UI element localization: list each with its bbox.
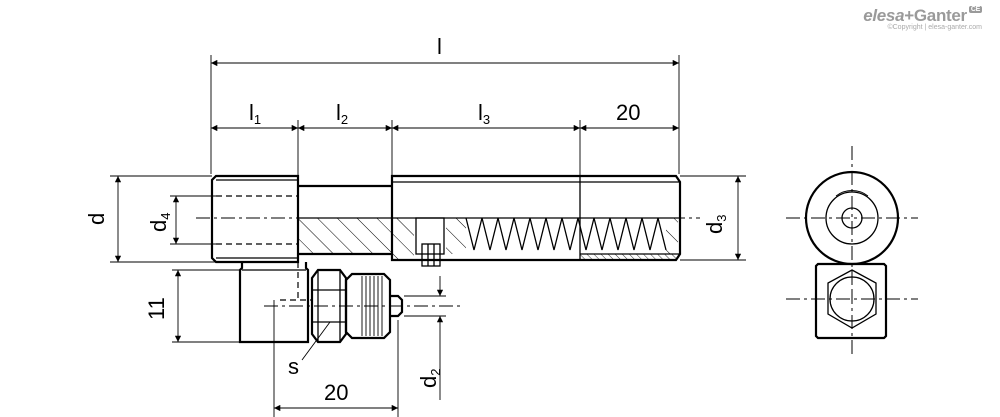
label-l2: l2 <box>336 100 348 127</box>
label-bottom-20: 20 <box>324 380 348 405</box>
dimension-d: d <box>84 175 216 263</box>
logo-brand-left: elesa <box>863 6 905 25</box>
label-total-length: l <box>437 34 442 59</box>
label-d: d <box>84 213 109 225</box>
label-l1: l1 <box>249 100 261 127</box>
logo-badge: CE <box>968 6 982 13</box>
label-thread-length: 20 <box>616 100 640 125</box>
dimension-bottom-20: 20 <box>273 300 399 417</box>
label-d3: d3 <box>702 215 729 234</box>
locking-mechanism <box>238 262 462 344</box>
dimension-height-11: 11 <box>144 269 240 343</box>
label-l3: l3 <box>478 100 490 127</box>
label-s: s <box>288 354 299 379</box>
dimension-total-length: l <box>210 34 680 174</box>
dimension-d2: d2 <box>404 276 446 400</box>
dimension-d4: d4 <box>146 195 216 245</box>
logo-copyright: ©Copyright | elesa-ganter.com <box>887 24 982 31</box>
dimension-chain: l1 l2 l3 20 <box>210 100 679 176</box>
label-height-11: 11 <box>144 297 169 320</box>
label-d2: d2 <box>416 369 443 388</box>
dimension-s: s <box>288 321 331 379</box>
logo-brand-sep: + <box>904 6 914 25</box>
dimension-d3: d3 <box>680 175 746 261</box>
logo-brand-right: Ganter <box>913 6 967 25</box>
indexing-plunger-side-view <box>196 174 700 267</box>
label-d4: d4 <box>146 213 173 232</box>
indexing-plunger-end-view <box>786 146 918 356</box>
